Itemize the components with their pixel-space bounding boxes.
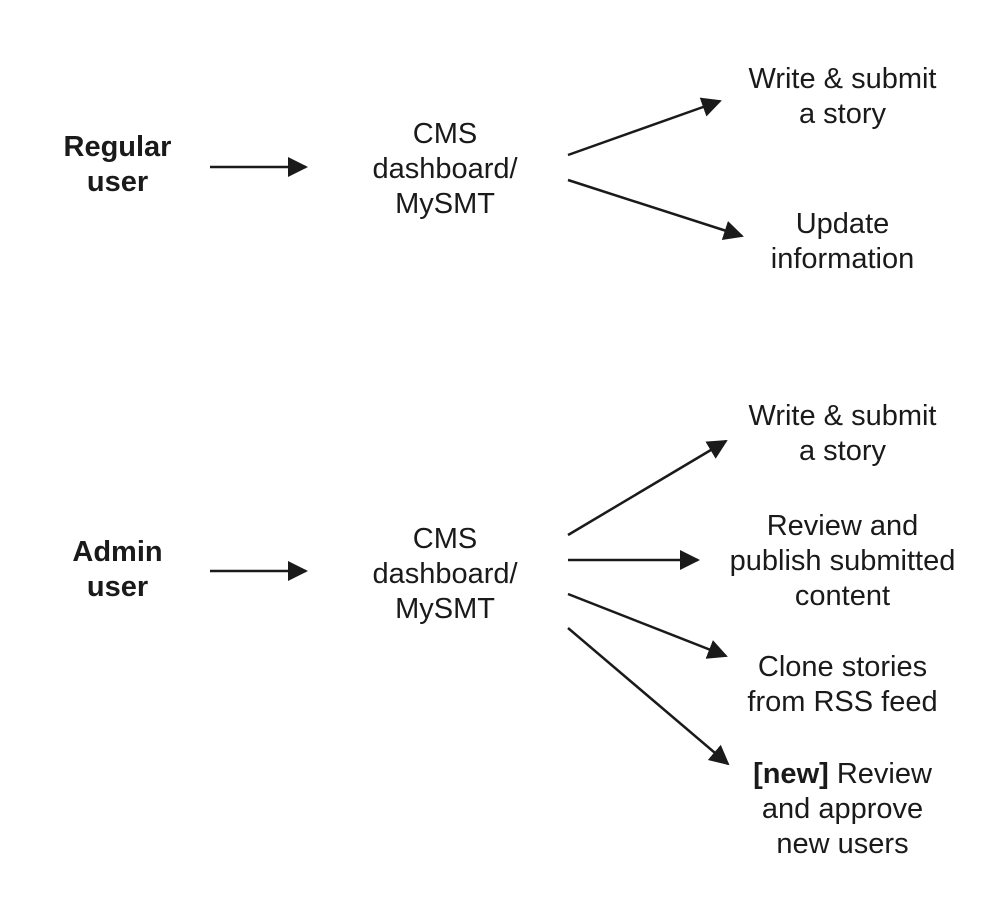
regular-user-line-2: user	[86, 166, 149, 198]
write-submit-story-node-admin: Write & submit a story	[715, 399, 970, 469]
review-publish-line-2: publish submitted	[729, 545, 956, 577]
arrow-cms-to-write-story-1	[567, 97, 722, 157]
approve-users-line-3: new users	[776, 828, 909, 860]
arrow-cms-to-write-story-2	[567, 439, 728, 537]
admin-user-line-1: Admin	[72, 536, 163, 568]
admin-user-line-2: user	[86, 571, 149, 603]
cms-dashboard-line-2: dashboard/	[372, 558, 518, 590]
write-submit-line-1: Write & submit	[748, 400, 937, 432]
approve-users-line-1: [new] Review	[715, 757, 970, 792]
write-submit-line-2: a story	[798, 435, 887, 467]
regular-user-line-1: Regular	[63, 131, 172, 163]
cms-dashboard-line-1: CMS	[412, 118, 478, 150]
cms-dashboard-line-2: dashboard/	[372, 153, 518, 185]
update-information-node: Update information	[720, 207, 965, 277]
new-tag: [new]	[753, 758, 829, 790]
cms-dashboard-node-admin: CMS dashboard/ MySMT	[345, 522, 545, 627]
cms-dashboard-line-1: CMS	[412, 523, 478, 555]
write-submit-line-1: Write & submit	[748, 63, 937, 95]
arrow-cms-to-update-info	[567, 178, 744, 241]
update-info-line-2: information	[770, 243, 915, 275]
clone-rss-line-1: Clone stories	[757, 651, 928, 683]
arrow-cms-to-approve-users	[567, 627, 730, 766]
approve-users-node: [new] Review and approve new users	[715, 757, 970, 862]
cms-dashboard-line-3: MySMT	[395, 593, 495, 625]
review-publish-node: Review and publish submitted content	[705, 509, 980, 614]
write-submit-line-2: a story	[798, 98, 887, 130]
admin-user-label: Admin user	[40, 535, 195, 605]
regular-user-label: Regular user	[40, 130, 195, 200]
clone-rss-node: Clone stories from RSS feed	[715, 650, 970, 720]
review-publish-line-1: Review and	[766, 510, 919, 542]
write-submit-story-node-regular: Write & submit a story	[720, 62, 965, 132]
review-publish-line-3: content	[794, 580, 891, 612]
approve-users-line-2: and approve	[761, 793, 924, 825]
arrow-cms-to-clone-rss	[567, 592, 728, 659]
cms-dashboard-node-regular: CMS dashboard/ MySMT	[345, 117, 545, 222]
approve-users-line-1-text: Review	[828, 758, 932, 790]
cms-dashboard-line-3: MySMT	[395, 188, 495, 220]
clone-rss-line-2: from RSS feed	[747, 686, 938, 718]
update-info-line-1: Update	[795, 208, 890, 240]
